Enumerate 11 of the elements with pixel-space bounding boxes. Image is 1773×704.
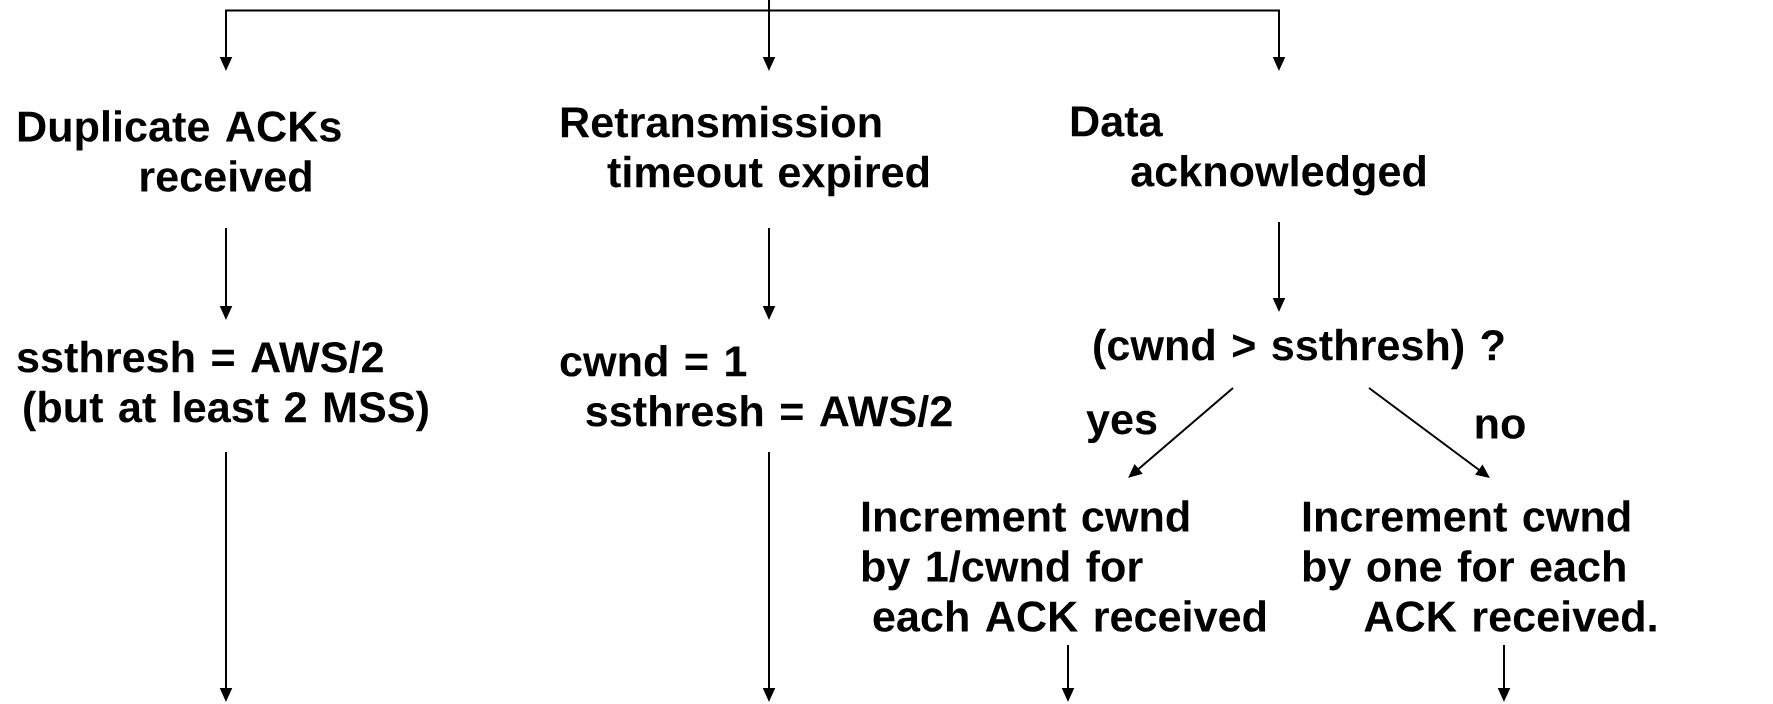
node-text: Increment cwnd by 1/cwnd for each ACK received: [862, 500, 1266, 632]
node-text: Data acknowledged: [1071, 106, 1425, 196]
node-text: ssthresh = AWS/2 (but at least 2 MSS): [17, 340, 428, 432]
node-text: Duplicate ACKs received: [18, 110, 341, 192]
arrow: [1128, 387, 1234, 478]
node-text: Retransmission timeout expired: [561, 105, 929, 197]
node-text: cwnd = 1 ssthresh = AWS/2: [560, 344, 952, 428]
node-text: (cwnd > ssthresh) ?: [1094, 328, 1504, 370]
node-text: Increment cwnd by one for each ACK received.: [1303, 500, 1656, 632]
edge-label: yes: [1083, 408, 1161, 446]
edge-label: no: [1471, 413, 1529, 441]
